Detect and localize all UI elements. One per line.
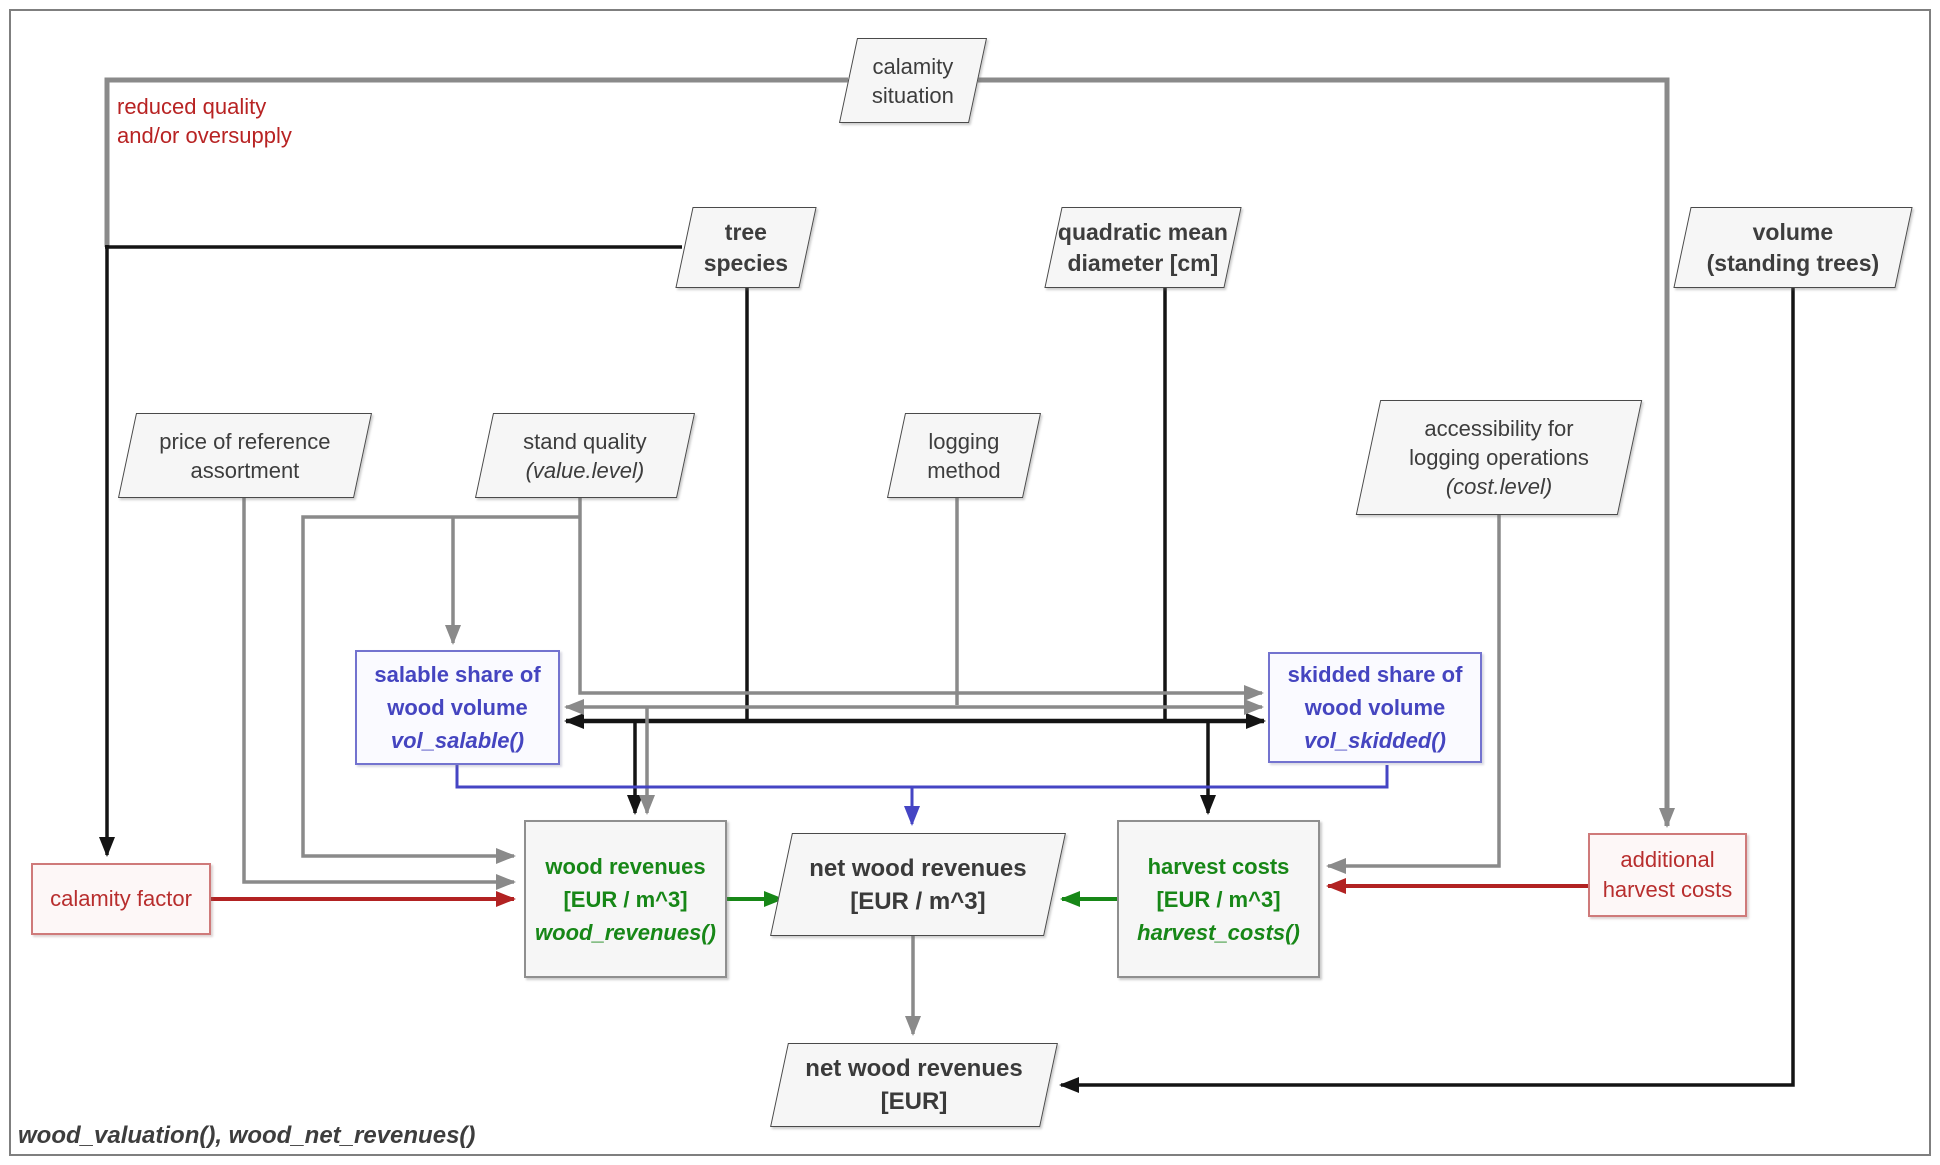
- node-calamity-factor: calamity factor: [31, 863, 211, 935]
- node-logging-method: logging method: [886, 413, 1042, 498]
- net-eur-label-1: net wood revenues: [805, 1055, 1023, 1082]
- calamity-situation-label-2: situation: [872, 82, 954, 108]
- price-ref-label-1: price of reference: [159, 428, 331, 454]
- net-m3-label-1: net wood revenues: [809, 854, 1027, 882]
- node-net-wood-revenues-eur: net wood revenues [EUR]: [770, 1043, 1058, 1127]
- node-skidded-share: skidded share of wood volume vol_skidded(): [1268, 652, 1482, 763]
- qmd-label-1: quadratic mean: [1058, 218, 1228, 245]
- note-line-2: and/or oversupply: [117, 123, 292, 148]
- salable-label-1: salable share of: [374, 662, 541, 687]
- outer-border: [9, 9, 1931, 1156]
- node-calamity-situation: calamity situation: [838, 38, 988, 123]
- node-accessibility: accessibility for logging operations (cost…: [1355, 400, 1643, 515]
- accessibility-label-3: (cost.level): [1445, 474, 1553, 499]
- wood-revenues-label-1: wood revenues: [545, 853, 706, 879]
- stand-quality-label-2: (value.level): [525, 457, 645, 483]
- price-ref-label-2: assortment: [190, 457, 300, 483]
- harvest-costs-label-2: [EUR / m^3]: [1156, 886, 1281, 912]
- calamity-factor-label: calamity factor: [50, 886, 192, 911]
- salable-label-2: wood volume: [387, 695, 528, 720]
- logging-method-label-2: method: [927, 457, 1001, 483]
- harvest-costs-function-label: harvest_costs(): [1137, 919, 1300, 945]
- node-salable-share: salable share of wood volume vol_salable(): [355, 650, 560, 765]
- tree-species-label-1: tree: [724, 218, 768, 245]
- node-price-of-reference-assortment: price of reference assortment: [117, 413, 373, 498]
- volume-label-1: volume: [1752, 218, 1834, 245]
- diagram-caption: wood_valuation(), wood_net_revenues(): [18, 1122, 476, 1149]
- node-volume-standing-trees: volume (standing trees): [1673, 207, 1913, 288]
- node-net-wood-revenues-m3: net wood revenues [EUR / m^3]: [770, 833, 1066, 936]
- net-eur-label-2: [EUR]: [880, 1088, 948, 1115]
- qmd-label-2: diameter [cm]: [1067, 249, 1219, 276]
- additional-costs-label-2: harvest costs: [1602, 877, 1733, 902]
- calamity-situation-label-1: calamity: [872, 53, 954, 79]
- stand-quality-label-1: stand quality: [523, 428, 647, 454]
- skidded-function-label: vol_skidded(): [1304, 728, 1446, 753]
- node-quadratic-mean-diameter: quadratic mean diameter [cm]: [1044, 207, 1242, 288]
- node-harvest-costs: harvest costs [EUR / m^3] harvest_costs(): [1117, 820, 1320, 978]
- volume-label-2: (standing trees): [1706, 249, 1880, 276]
- node-tree-species: tree species: [675, 207, 817, 288]
- wood-revenues-function-label: wood_revenues(): [535, 919, 716, 945]
- harvest-costs-label-1: harvest costs: [1147, 853, 1290, 879]
- node-additional-harvest-costs: additional harvest costs: [1588, 833, 1747, 917]
- note-line-1: reduced quality: [117, 94, 267, 119]
- reduced-quality-note: reduced quality and/or oversupply: [117, 92, 292, 150]
- salable-function-label: vol_salable(): [390, 728, 525, 753]
- skidded-label-1: skidded share of: [1287, 662, 1463, 687]
- net-m3-label-2: [EUR / m^3]: [850, 887, 986, 915]
- node-wood-revenues: wood revenues [EUR / m^3] wood_revenues(): [524, 820, 727, 978]
- logging-method-label-1: logging: [928, 428, 1000, 454]
- tree-species-label-2: species: [703, 249, 789, 276]
- node-stand-quality: stand quality (value.level): [474, 413, 696, 498]
- wood-revenues-label-2: [EUR / m^3]: [563, 886, 688, 912]
- skidded-label-2: wood volume: [1304, 695, 1446, 720]
- accessibility-label-2: logging operations: [1409, 445, 1589, 470]
- accessibility-label-1: accessibility for: [1424, 416, 1574, 441]
- additional-costs-label-1: additional: [1620, 847, 1715, 872]
